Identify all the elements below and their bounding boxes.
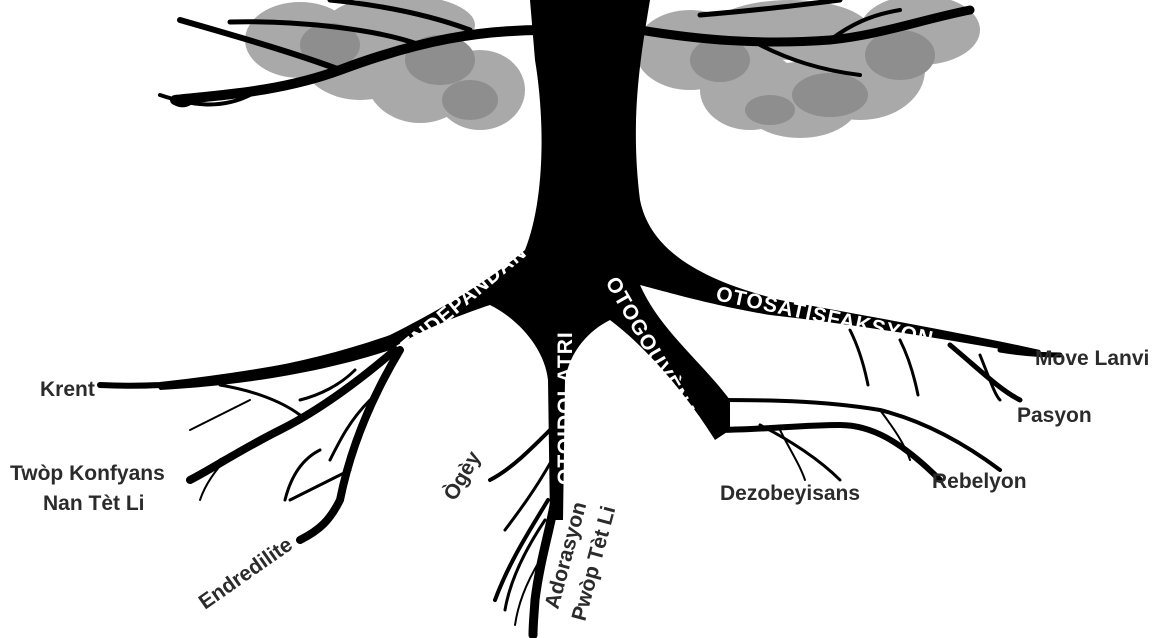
tip-label-krent: Krent bbox=[40, 378, 95, 401]
tip-label-rebelyon: Rebelyon bbox=[932, 470, 1027, 493]
tip-label-nan-tet-li: Nan Tèt Li bbox=[43, 492, 145, 515]
tip-label-dezobeyisans: Dezobeyisans bbox=[720, 482, 860, 505]
tip-label-pasyon: Pasyon bbox=[1017, 404, 1092, 427]
tip-label-move-lanvi: Move Lanvi bbox=[1035, 347, 1149, 370]
tip-label-endredilite: Endredilite bbox=[195, 533, 297, 614]
tip-label-ogey: Ògèy bbox=[439, 447, 486, 505]
tip-label-twop-konfyans: Twòp Konfyans bbox=[10, 462, 165, 485]
root-label-otoidolatri: OTOIDOLATRI bbox=[554, 331, 577, 485]
root-label-otosatisfaksyon: OTOSATISFAKSYON bbox=[714, 282, 936, 351]
